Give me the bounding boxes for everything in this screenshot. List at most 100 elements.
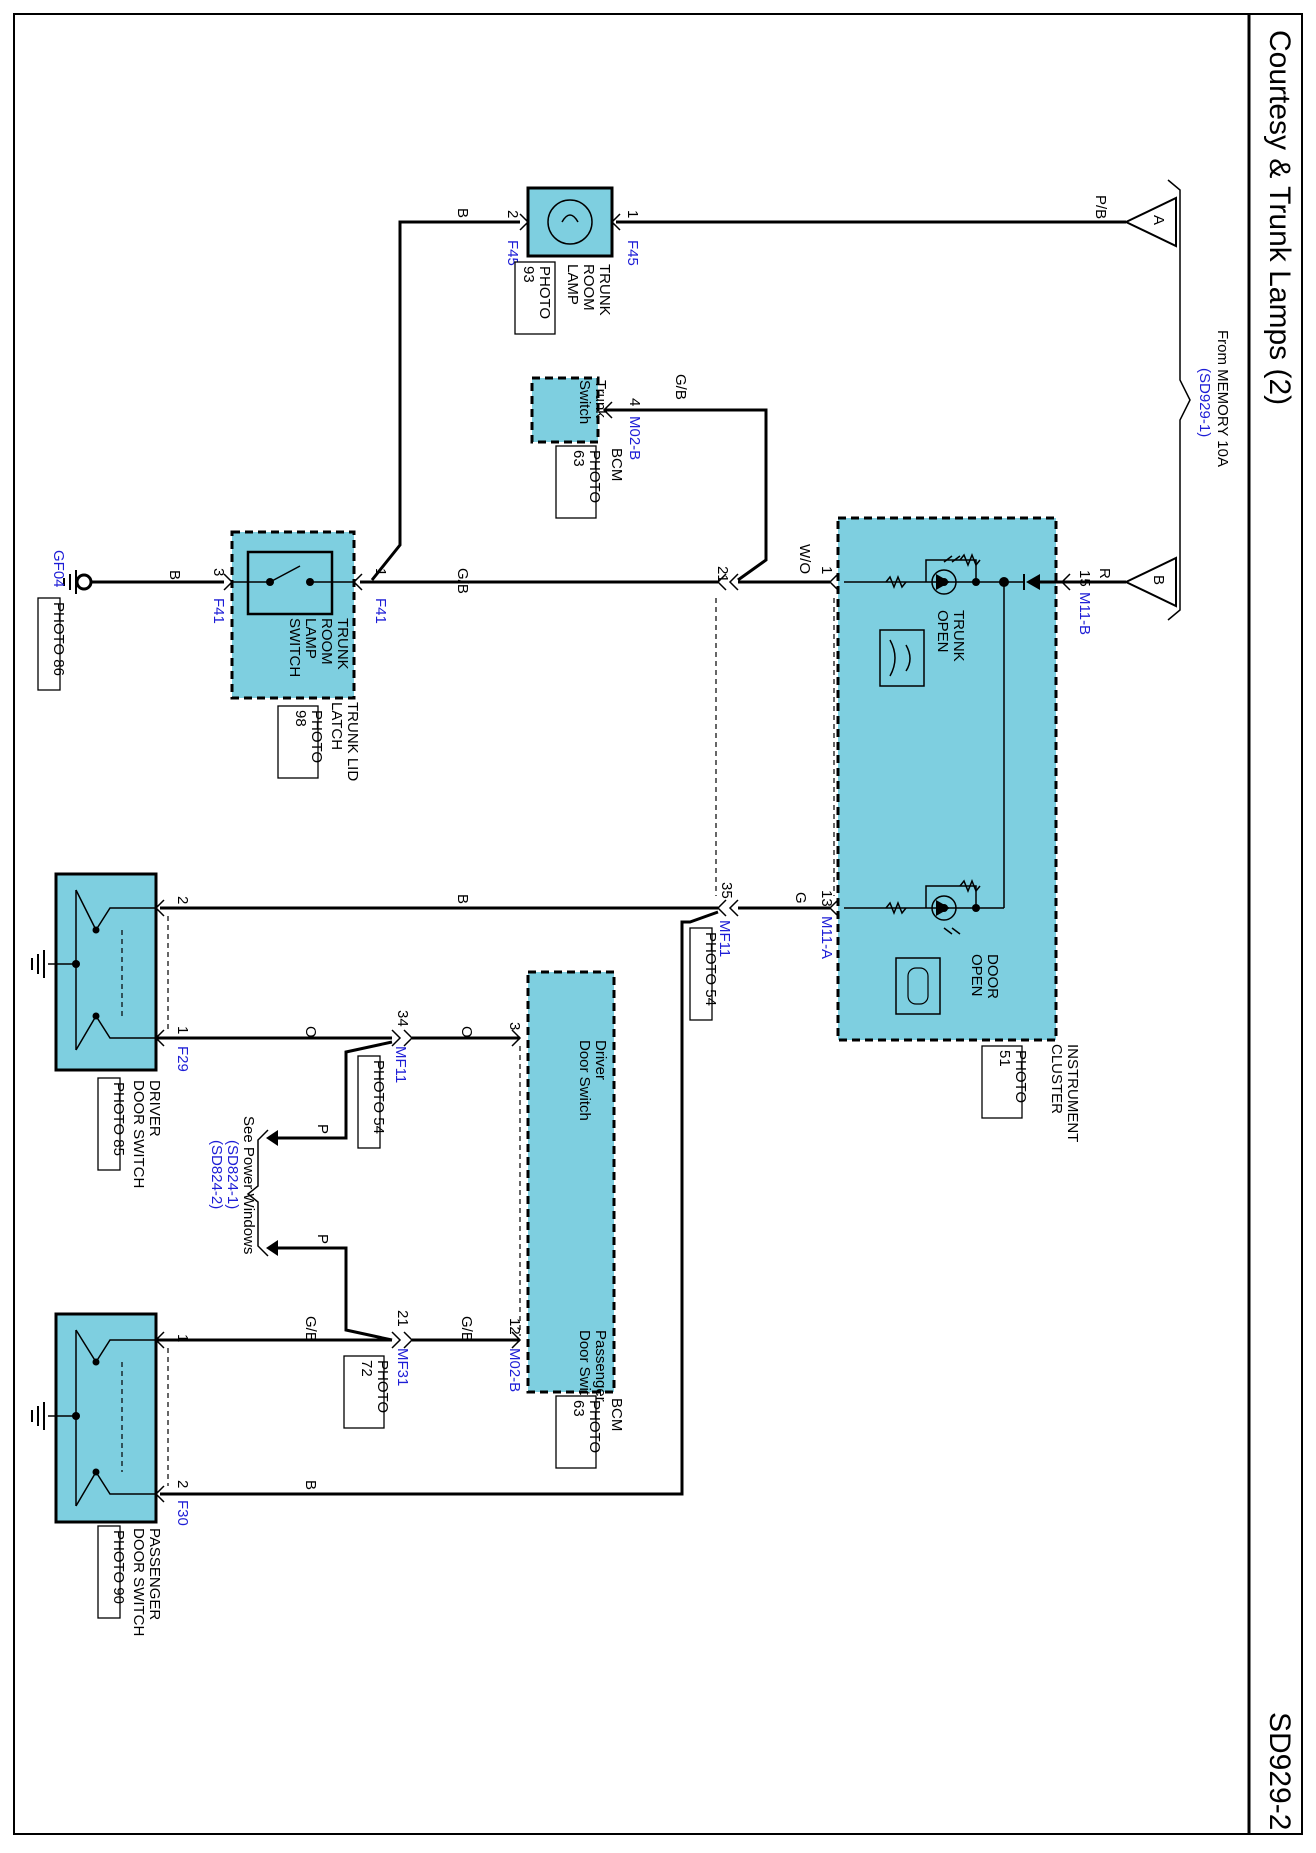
page-id: SD929-2: [1263, 1712, 1296, 1830]
door-led-icon: [931, 895, 957, 921]
driver-switch-contacts: [95, 907, 156, 1039]
door-led-rays-icon: [943, 927, 961, 935]
power-windows-line1: See Power Windows: [240, 1116, 257, 1254]
inline-connector-chevron: [391, 1029, 402, 1047]
driver-switch-arms: [75, 889, 97, 1051]
photo-ref: 93: [520, 266, 537, 283]
latch-label-1: TRUNK LID: [344, 702, 361, 781]
bcm-driver-label-2: Door Switch: [576, 1040, 593, 1121]
pin-label: 1: [174, 1026, 191, 1034]
connector-label: M11-A: [818, 916, 835, 959]
lamp-bulb-icon: [547, 199, 593, 245]
pin-label: 1: [624, 210, 641, 218]
trunk-led-rays-icon: [943, 555, 961, 563]
connector-label: F45: [504, 240, 521, 266]
photo-ref: PHOTO: [586, 1400, 603, 1453]
switch-contact: [92, 926, 100, 934]
photo-ref: PHOTO: [374, 1360, 391, 1413]
ground-icon: [63, 570, 77, 594]
photo-ref-box: [689, 927, 713, 1021]
wire-label-gb-latch: G/B: [454, 568, 471, 594]
photo-ref: PHOTO 54: [370, 1060, 387, 1134]
connector-label: F41: [210, 598, 227, 624]
passenger-switch-contacts: [95, 1339, 156, 1495]
door-open-label-2: OPEN: [968, 954, 985, 997]
bcm-passenger-label-2: Door Switch: [576, 1330, 593, 1411]
connector-label: MF31: [394, 1348, 411, 1386]
photo-ref: 63: [570, 1400, 587, 1417]
photo-ref: PHOTO 86: [50, 602, 67, 676]
pin-label: 2: [504, 210, 521, 218]
door-open-icon: [895, 957, 941, 1015]
passenger-switch-arms: [75, 1329, 97, 1507]
trunk-open-icon: [879, 629, 925, 687]
pin-chevron: [828, 573, 839, 591]
driver-door-switch: [54, 872, 158, 1072]
wire-label-b: B: [454, 208, 471, 218]
bcm-trunk-switch: [530, 376, 600, 444]
latch-label-2: LATCH: [328, 702, 345, 750]
connector-label: F45: [624, 240, 641, 266]
trunk-led-arrow-icon: [936, 574, 950, 590]
pin-chevron: [511, 1331, 522, 1349]
bcm-driver-label-1: Driver: [592, 1040, 609, 1080]
door-led-resistor-loop: [925, 885, 977, 908]
bcm-trunk-switch-label-2: Switch: [576, 380, 593, 424]
pin-label: 3: [506, 1022, 523, 1030]
offpage-connector-b: [1123, 556, 1177, 608]
wire-label-gb: G/B: [672, 374, 689, 400]
photo-ref-box: [97, 1525, 121, 1619]
photo-ref: 63: [570, 450, 587, 467]
offpage-b-label: B: [1150, 575, 1167, 585]
pin-label: 35: [718, 882, 735, 899]
pin-chevron: [519, 213, 530, 231]
photo-ref: 98: [292, 710, 309, 727]
latch-inner-1: TRUNK: [334, 618, 351, 670]
photo-ref: PHOTO 85: [110, 1082, 127, 1156]
car-door-icon: [907, 967, 929, 1005]
switch-contact: [92, 1468, 100, 1476]
latch-inner-3: LAMP: [302, 618, 319, 659]
wire-p-lower: [276, 1246, 393, 1342]
wire-label-p-upper: P: [314, 1124, 331, 1134]
photo-ref-box: [555, 1395, 597, 1469]
wire-p-upper: [276, 1040, 393, 1140]
inline-connector-chevron: [728, 573, 739, 591]
resistor-icon: [885, 900, 907, 916]
wire-label-pb: P/B: [1092, 195, 1109, 219]
arrow-icon: [266, 1130, 278, 1146]
wire-label-r: R: [1096, 568, 1113, 579]
trunk-room-lamp-label-1: TRUNK: [596, 264, 613, 316]
photo-ref: PHOTO: [308, 710, 325, 763]
pin-chevron: [511, 1029, 522, 1047]
driver-switch-label-2: DOOR SWITCH: [130, 1080, 147, 1188]
pin-label: 15: [1076, 570, 1093, 587]
wire-b-trunk-lamp: [370, 220, 520, 581]
photo-ref-box: [343, 1355, 385, 1429]
pin-label: 13: [818, 890, 835, 907]
pin-chevron: [352, 573, 363, 591]
inline-connector-chevron: [391, 1331, 402, 1349]
source-brace: [1167, 179, 1191, 621]
resistor-icon: [885, 574, 907, 590]
photo-ref-box: [981, 1045, 1023, 1119]
pin-chevron: [602, 401, 613, 419]
resistor-icon: [959, 552, 981, 568]
photo-ref-box: [277, 705, 319, 779]
wire-label-b-driver: B: [454, 894, 471, 904]
trunk-open-label-2: OPEN: [934, 610, 951, 653]
photo-ref: 72: [358, 1360, 375, 1377]
power-windows-brace: [246, 1129, 269, 1257]
pin-label: 21: [714, 566, 731, 583]
switch-contact: [92, 1012, 100, 1020]
door-led-arrow-icon: [936, 900, 950, 916]
bcm-passenger-label-1: Passenger: [592, 1330, 609, 1402]
connector-label: F41: [372, 598, 389, 624]
connector-label: M11-B: [1076, 592, 1093, 635]
door-open-label-1: DOOR: [984, 954, 1001, 999]
pin-chevron: [828, 899, 839, 917]
inline-connector-chevron: [403, 1331, 414, 1349]
trunk-led-icon: [931, 569, 957, 595]
